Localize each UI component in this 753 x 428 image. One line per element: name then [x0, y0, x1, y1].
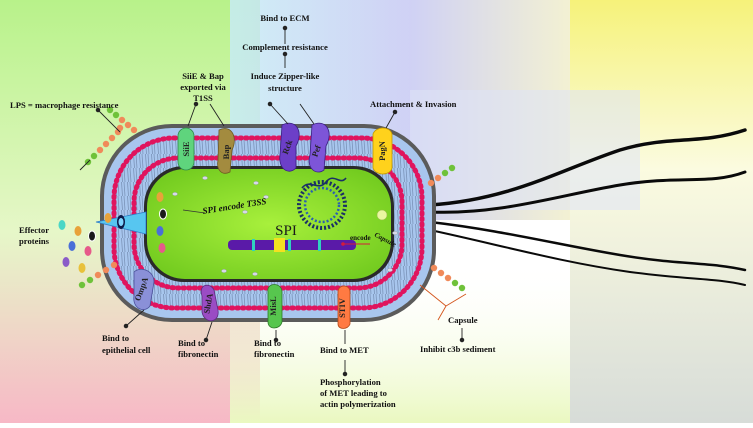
lps-chains [78, 106, 466, 292]
protein-rck: Rck [279, 122, 300, 172]
label-bind-met: Bind to MET [320, 345, 369, 355]
label-bind-fibronectin-2-line2: fibronectin [254, 349, 295, 359]
stiv-label: STIV [337, 297, 347, 318]
label-complement-resistance: Complement resistance [242, 42, 328, 52]
label-bind-epithelial-line2: epithelial cell [102, 345, 151, 355]
spi-island: SPI [228, 223, 356, 252]
encode-label: encode [350, 234, 371, 242]
spi-label: SPI [275, 223, 297, 239]
protein-shda: ShdA [200, 284, 219, 322]
label-siie-bap-line1: SiiE & Bap [182, 71, 224, 81]
protein-bap: Bap [217, 128, 235, 174]
effector-protein-dots [58, 192, 167, 273]
label-effector-line2: proteins [19, 236, 50, 246]
misl-label: MisL [268, 296, 278, 316]
connectors [79, 25, 467, 377]
label-lps: LPS = macrophage resistance [10, 100, 119, 110]
protein-pef: Pef [308, 122, 330, 173]
protein-stiv: STIV [337, 285, 351, 329]
label-inhibit-c3b: Inhibit c3b sediment [420, 344, 496, 354]
t3ss-needle [95, 211, 147, 235]
label-siie-bap-line3: T1SS [193, 93, 213, 103]
rck-label: Rck [280, 138, 294, 155]
cell-envelope [100, 124, 436, 322]
label-phosphorylation-line2: of MET leading to [320, 388, 387, 398]
pef-label: Pef [309, 144, 322, 159]
label-siie-bap-line2: exported via [180, 82, 226, 92]
protein-pagn: PagN [372, 127, 393, 175]
shda-label: ShdA [201, 292, 215, 315]
bap-label: Bap [221, 144, 231, 159]
flagellum [428, 128, 747, 286]
label-capsule: Capsule [448, 315, 478, 325]
label-bind-fibronectin-2-line1: Bind to [254, 338, 281, 348]
label-zipper-line1: Induce Zipper-like [251, 71, 320, 81]
cytoplasm-granules [172, 176, 398, 276]
label-bind-fibronectin-1-line2: fibronectin [178, 349, 219, 359]
label-bind-ecm: Bind to ECM [260, 13, 309, 23]
chromosome-icon [297, 177, 347, 230]
siie-label: SiiE [181, 141, 191, 156]
protein-misl: MisL [267, 284, 283, 329]
protein-siie: SiiE [177, 127, 195, 171]
label-zipper-line2: structure [268, 83, 302, 93]
label-attachment-invasion: Attachment & Invasion [370, 99, 457, 109]
pagn-label: PagN [377, 140, 387, 161]
label-bind-fibronectin-1-line1: Bind to [178, 338, 205, 348]
label-bind-epithelial-line1: Bind to [102, 333, 129, 343]
label-effector-line1: Effector [19, 225, 49, 235]
spi-t3ss-connector [182, 209, 206, 214]
label-phosphorylation-line3: actin polymerization [320, 399, 396, 409]
protein-ompa: OmpA [132, 268, 155, 310]
label-phosphorylation-line1: Phosphorylation [320, 377, 381, 387]
